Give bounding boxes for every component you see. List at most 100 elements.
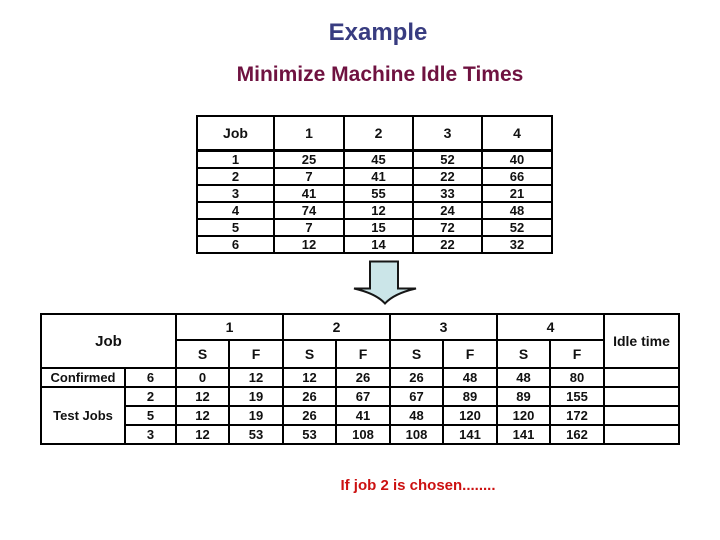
header-row: Job 1 2 3 4 xyxy=(196,115,553,152)
cell: 12 xyxy=(228,367,284,388)
idle-time-cell xyxy=(603,367,680,388)
col-header-job: Job xyxy=(196,115,275,152)
cell: 108 xyxy=(389,424,444,445)
cell: 19 xyxy=(228,386,284,407)
cell: 89 xyxy=(442,386,498,407)
col-header-machine-1: 1 xyxy=(273,115,345,152)
cell: 32 xyxy=(481,235,553,254)
cell: 67 xyxy=(389,386,444,407)
cell: 7 xyxy=(273,218,345,237)
start-header: S xyxy=(282,339,337,369)
table-row: 1 25 45 52 40 xyxy=(196,149,553,169)
confirmed-row: Confirmed 6 0 12 12 26 26 48 48 80 xyxy=(40,367,680,388)
cell: 155 xyxy=(549,386,605,407)
cell: 22 xyxy=(412,167,483,186)
cell: 26 xyxy=(282,405,337,426)
cell: 72 xyxy=(412,218,483,237)
cell: 19 xyxy=(228,405,284,426)
col-header-machine-2: 2 xyxy=(343,115,414,152)
schedule-table: Job 1 2 3 4 Idle time S F S F S F S F Co… xyxy=(40,313,680,445)
cell: 41 xyxy=(273,184,345,203)
cell: 26 xyxy=(335,367,391,388)
cell: 48 xyxy=(496,367,551,388)
idle-time-header: Idle time xyxy=(603,313,680,369)
cell: 12 xyxy=(175,386,230,407)
job-id: 6 xyxy=(124,367,177,388)
cell: 48 xyxy=(389,405,444,426)
table-row: 3 41 55 33 21 xyxy=(196,184,553,203)
cell: 22 xyxy=(412,235,483,254)
cell: 141 xyxy=(442,424,498,445)
cell: 26 xyxy=(282,386,337,407)
job-id: 3 xyxy=(196,184,275,203)
idle-time-cell xyxy=(603,424,680,445)
table-row: 4 74 12 24 48 xyxy=(196,201,553,220)
finish-header: F xyxy=(442,339,498,369)
job-id: 4 xyxy=(196,201,275,220)
table-row: 5 7 15 72 52 xyxy=(196,218,553,237)
cell: 40 xyxy=(481,149,553,169)
job-id: 5 xyxy=(196,218,275,237)
job-id: 3 xyxy=(124,424,177,445)
test-job-row: 5 12 19 26 41 48 120 120 172 xyxy=(41,405,680,426)
idle-time-cell xyxy=(603,405,680,426)
start-header: S xyxy=(175,339,230,369)
cell: 41 xyxy=(335,405,391,426)
cell: 162 xyxy=(549,424,605,445)
cell: 7 xyxy=(273,167,345,186)
cell: 66 xyxy=(481,167,553,186)
processing-times-table: Job 1 2 3 4 1 25 45 52 40 2 7 41 22 66 xyxy=(196,115,553,254)
col-header-machine-4: 4 xyxy=(481,115,553,152)
down-arrow-icon xyxy=(350,259,420,306)
cell: 74 xyxy=(273,201,345,220)
cell: 172 xyxy=(549,405,605,426)
cell: 89 xyxy=(496,386,551,407)
start-header: S xyxy=(389,339,444,369)
machine-header-2: 2 xyxy=(282,313,391,341)
cell: 21 xyxy=(481,184,553,203)
cell: 67 xyxy=(335,386,391,407)
cell: 120 xyxy=(442,405,498,426)
table-row: 2 7 41 22 66 xyxy=(196,167,553,186)
machine-header-1: 1 xyxy=(175,313,284,341)
cell: 12 xyxy=(282,367,337,388)
idle-time-cell xyxy=(603,386,680,407)
job-id: 5 xyxy=(124,405,177,426)
finish-header: F xyxy=(228,339,284,369)
header-row-machines: Job 1 2 3 4 Idle time xyxy=(40,313,680,369)
cell: 26 xyxy=(389,367,444,388)
cell: 55 xyxy=(343,184,414,203)
job-id: 6 xyxy=(196,235,275,254)
test-job-row: 3 12 53 53 108 108 141 141 162 xyxy=(41,424,680,445)
cell: 108 xyxy=(335,424,391,445)
start-header: S xyxy=(496,339,551,369)
finish-header: F xyxy=(335,339,391,369)
cell: 14 xyxy=(343,235,414,254)
cell: 41 xyxy=(343,167,414,186)
cell: 52 xyxy=(412,149,483,169)
test-job-row: Test Jobs 2 12 19 26 67 67 89 89 155 xyxy=(40,386,680,445)
header-row-start-finish: S F S F S F S F xyxy=(41,339,679,369)
cell: 53 xyxy=(282,424,337,445)
cell: 48 xyxy=(442,367,498,388)
col-header-machine-3: 3 xyxy=(412,115,483,152)
cell: 12 xyxy=(175,424,230,445)
finish-header: F xyxy=(549,339,605,369)
row-label-test-jobs: Test Jobs xyxy=(40,386,126,445)
job-header: Job xyxy=(40,313,177,369)
table-row: 6 12 14 22 32 xyxy=(196,235,553,254)
cell: 52 xyxy=(481,218,553,237)
cell: 0 xyxy=(175,367,230,388)
cell: 120 xyxy=(496,405,551,426)
cell: 25 xyxy=(273,149,345,169)
job-id: 2 xyxy=(196,167,275,186)
job-id: 2 xyxy=(124,386,177,407)
slide-subtitle: Minimize Machine Idle Times xyxy=(236,63,524,86)
job-id: 1 xyxy=(196,149,275,169)
footer-note: If job 2 is chosen........ xyxy=(340,477,496,494)
cell: 48 xyxy=(481,201,553,220)
machine-header-4: 4 xyxy=(496,313,605,341)
cell: 15 xyxy=(343,218,414,237)
cell: 80 xyxy=(549,367,605,388)
